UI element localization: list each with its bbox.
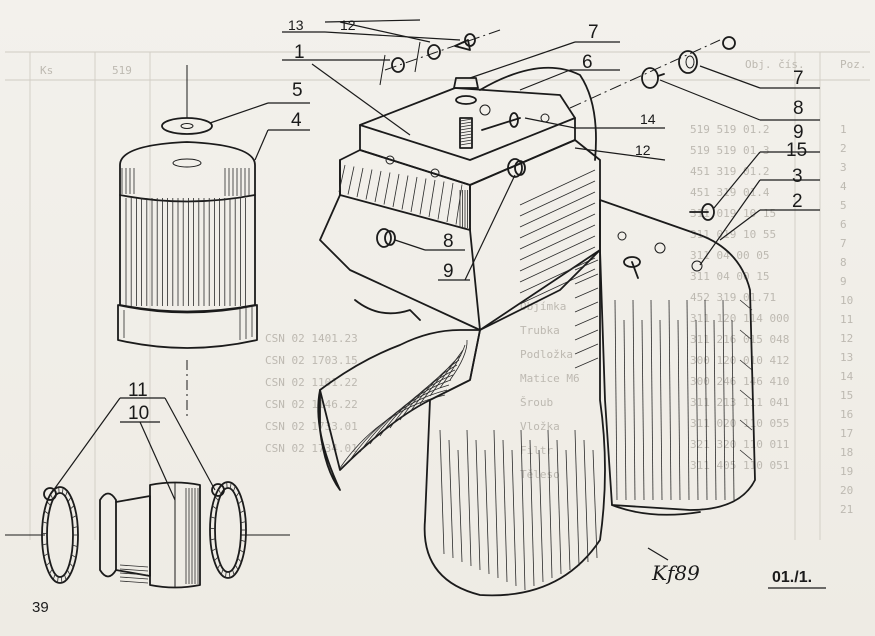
ghost-word: Filtr xyxy=(520,444,553,457)
leader-lines xyxy=(49,19,820,501)
ghost-number: 19 xyxy=(840,465,853,478)
ghost-number: 15 xyxy=(840,389,853,402)
connector-tube xyxy=(99,492,117,578)
hardware-small-parts xyxy=(379,29,736,109)
ghost-code: 451 319 01.2 xyxy=(690,165,769,178)
bushing-9 xyxy=(641,67,659,89)
side-cover-plate xyxy=(599,199,756,511)
ghost-code: CSN 02 1146.22 xyxy=(265,398,358,411)
ghost-header-ks: Ks xyxy=(40,64,53,77)
ghost-code: CSN 02 1101.22 xyxy=(265,376,358,389)
ghost-code: 452 319 01.71 xyxy=(690,291,776,304)
label-12-top: 12 xyxy=(340,17,356,33)
air-filter-element xyxy=(117,65,258,420)
label-12-mid: 12 xyxy=(635,142,651,158)
ghost-number: 1 xyxy=(840,123,847,136)
label-1: 1 xyxy=(294,42,305,63)
label-8-right: 8 xyxy=(793,98,804,119)
sheet-reference: 01./1. xyxy=(772,569,812,586)
ghost-number: 12 xyxy=(840,332,853,345)
ghost-word: Matice M6 xyxy=(520,372,580,385)
ghost-word: Šroub xyxy=(520,396,553,409)
ghost-number: 6 xyxy=(840,218,847,231)
ghost-number: 2 xyxy=(840,142,847,155)
label-11: 11 xyxy=(128,380,148,401)
ghost-code: 300 246 146 410 xyxy=(690,375,789,388)
ghost-number: 20 xyxy=(840,484,853,497)
ghost-code: 311 019 10 15 xyxy=(690,207,776,220)
ghost-number: 5 xyxy=(840,199,847,212)
ghost-number: 7 xyxy=(840,237,847,250)
ghost-number: 8 xyxy=(840,256,847,269)
ghost-code: 451 319 01.4 xyxy=(690,186,770,199)
air-box-housing xyxy=(317,66,756,597)
ghost-number: 17 xyxy=(840,427,853,440)
label-5: 5 xyxy=(292,80,303,101)
ghost-number: 11 xyxy=(840,313,853,326)
ghost-word: Vložka xyxy=(520,420,560,433)
label-9-right: 9 xyxy=(793,122,804,143)
label-3: 3 xyxy=(792,166,803,187)
washer-5 xyxy=(161,117,213,135)
ghost-header-obj: Obj. čís. xyxy=(745,58,805,71)
ghost-code: 321 320 110 011 xyxy=(690,438,789,451)
label-6: 6 xyxy=(582,52,593,73)
label-4: 4 xyxy=(291,110,302,131)
ghost-code: 311 04 00 05 xyxy=(690,249,769,262)
ghost-code: 311 213 111 041 xyxy=(690,396,789,409)
ghost-word: Podložka xyxy=(520,348,573,361)
ghost-code: 311 216 015 048 xyxy=(690,333,789,346)
ghost-code: CSN 02 1734.01 xyxy=(265,442,358,455)
ghost-code: 519 519 01.2 xyxy=(690,123,769,136)
draftsman-signature: Kf89 xyxy=(651,561,700,585)
ghost-number: 10 xyxy=(840,294,853,307)
ghost-number: 18 xyxy=(840,446,853,459)
hose-connector-assembly xyxy=(5,481,290,589)
ghost-number: 4 xyxy=(840,180,847,193)
ghost-code: 311 120 114 000 xyxy=(690,312,789,325)
ghost-code: CSN 02 1401.23 xyxy=(265,332,358,345)
label-7-right: 7 xyxy=(793,68,804,89)
label-13: 13 xyxy=(288,17,304,33)
label-9-left: 9 xyxy=(443,261,454,282)
ghost-number: 3 xyxy=(840,161,847,174)
nut-7 xyxy=(722,36,736,50)
ghost-number: 13 xyxy=(840,351,853,364)
label-7-top: 7 xyxy=(588,22,599,43)
part-labels: 13 12 7 1 6 5 4 14 12 8 9 7 8 9 15 3 2 1… xyxy=(128,17,807,424)
label-2: 2 xyxy=(792,191,803,212)
ghost-code: CSN 02 1703.15 xyxy=(265,354,358,367)
ghost-code: 311 04 00 15 xyxy=(690,270,769,283)
ghost-header-519: 519 xyxy=(112,64,132,77)
ghost-header-poz: Poz. xyxy=(840,58,867,71)
ghost-code: 311 019 10 55 xyxy=(690,228,776,241)
ghost-word: Trubka xyxy=(520,324,560,337)
ghost-code: 311 020 110 055 xyxy=(690,417,789,430)
ghost-code: 300 120 010 412 xyxy=(690,354,789,367)
ghost-number: 14 xyxy=(840,370,854,383)
ghost-code: 519 519 01.3 xyxy=(690,144,769,157)
ghost-code: 311 405 110 051 xyxy=(690,459,789,472)
grommet-8 xyxy=(678,50,698,74)
label-10: 10 xyxy=(128,403,149,424)
label-8-left: 8 xyxy=(443,231,454,252)
page-number: 39 xyxy=(32,599,49,616)
ghost-number: 9 xyxy=(840,275,847,288)
ghost-code: CSN 02 1733.01 xyxy=(265,420,358,433)
label-14: 14 xyxy=(640,111,656,127)
ghost-number: 21 xyxy=(840,503,853,516)
ghost-number: 16 xyxy=(840,408,853,421)
label-15: 15 xyxy=(786,140,807,161)
